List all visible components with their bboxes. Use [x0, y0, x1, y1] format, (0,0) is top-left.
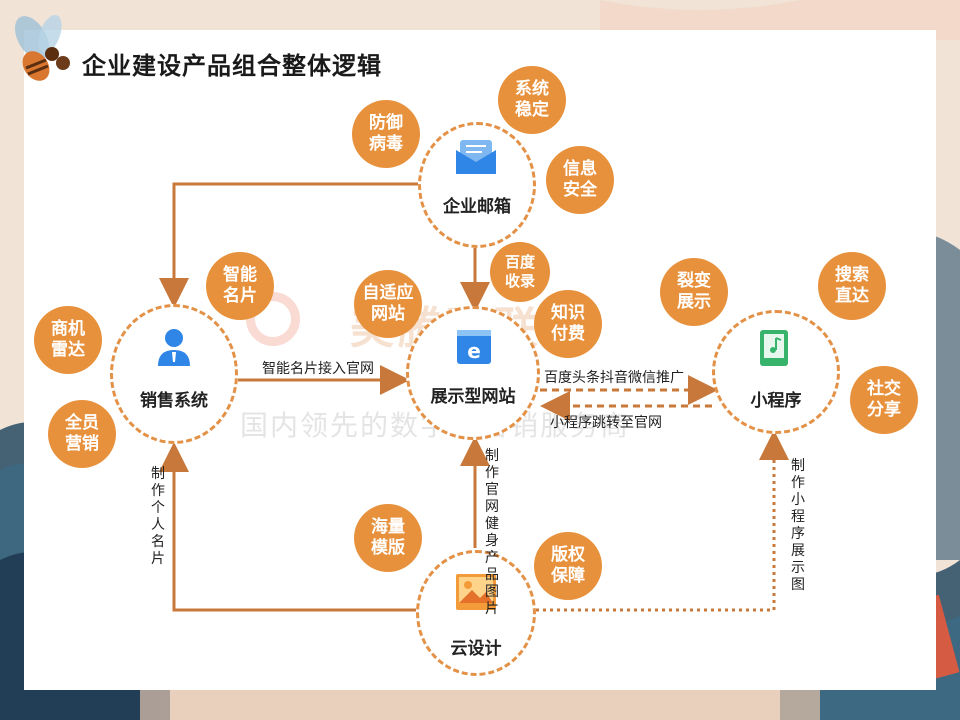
bubble-search-direct: 搜索 直达	[818, 252, 886, 320]
bubble-massive-templates: 海量 模版	[354, 504, 422, 572]
edge-label-card-to-site: 智能名片接入官网	[262, 361, 374, 377]
bubble-fission-display: 裂变 展示	[660, 258, 728, 326]
edge-mailbox-sales	[159, 182, 418, 308]
node-clouddesign-label: 云设计	[450, 639, 502, 659]
svg-text:e: e	[467, 339, 481, 363]
edge-label-make-card: 制作个人名片	[151, 466, 165, 567]
node-website[interactable]	[406, 306, 540, 440]
bubble-social-share: 社交 分享	[850, 366, 918, 434]
bubble-info-security: 信息 安全	[546, 146, 614, 214]
bubble-opportunity-radar: 商机 雷达	[34, 306, 102, 374]
bubble-copyright: 版权 保障	[534, 532, 602, 600]
edge-label-make-site: 制作官网健身产品图片	[485, 448, 499, 617]
node-website-label: 展示型网站	[430, 387, 516, 407]
image-icon	[456, 574, 496, 610]
edge-cloud-mini	[536, 430, 789, 612]
browser-e-icon: e	[457, 330, 491, 364]
person-icon	[158, 329, 190, 366]
node-clouddesign[interactable]	[416, 550, 536, 676]
edge-cloud-sales	[159, 442, 416, 612]
node-miniprogram[interactable]	[712, 310, 840, 434]
bubble-antivirus: 防御 病毒	[352, 100, 420, 168]
bubble-smart-card: 智能 名片	[206, 252, 274, 320]
node-sales[interactable]	[110, 304, 238, 444]
bubble-responsive-site: 自适应 网站	[354, 270, 422, 338]
edge-label-make-mini: 制作小程序展示图	[791, 458, 805, 593]
node-mailbox-label: 企业邮箱	[443, 197, 511, 217]
bee-icon	[14, 14, 62, 81]
phone-music-icon	[760, 330, 788, 366]
edge-label-mini-to-site: 小程序跳转至官网	[550, 415, 662, 431]
node-miniprogram-label: 小程序	[750, 391, 802, 411]
bubble-baidu-index: 百度 收录	[490, 242, 550, 302]
bubble-all-staff-marketing: 全员 营销	[48, 400, 116, 468]
edge-label-promo: 百度头条抖音微信推广	[544, 370, 684, 386]
watermark-logo	[246, 292, 300, 346]
page-title: 企业建设产品组合整体逻辑	[82, 52, 382, 80]
mail-icon	[456, 140, 496, 174]
bubble-knowledge-pay: 知识 付费	[534, 290, 602, 358]
node-sales-label: 销售系统	[140, 391, 208, 411]
bubble-system-stable: 系统 稳定	[498, 66, 566, 134]
title-bullet	[56, 56, 70, 70]
